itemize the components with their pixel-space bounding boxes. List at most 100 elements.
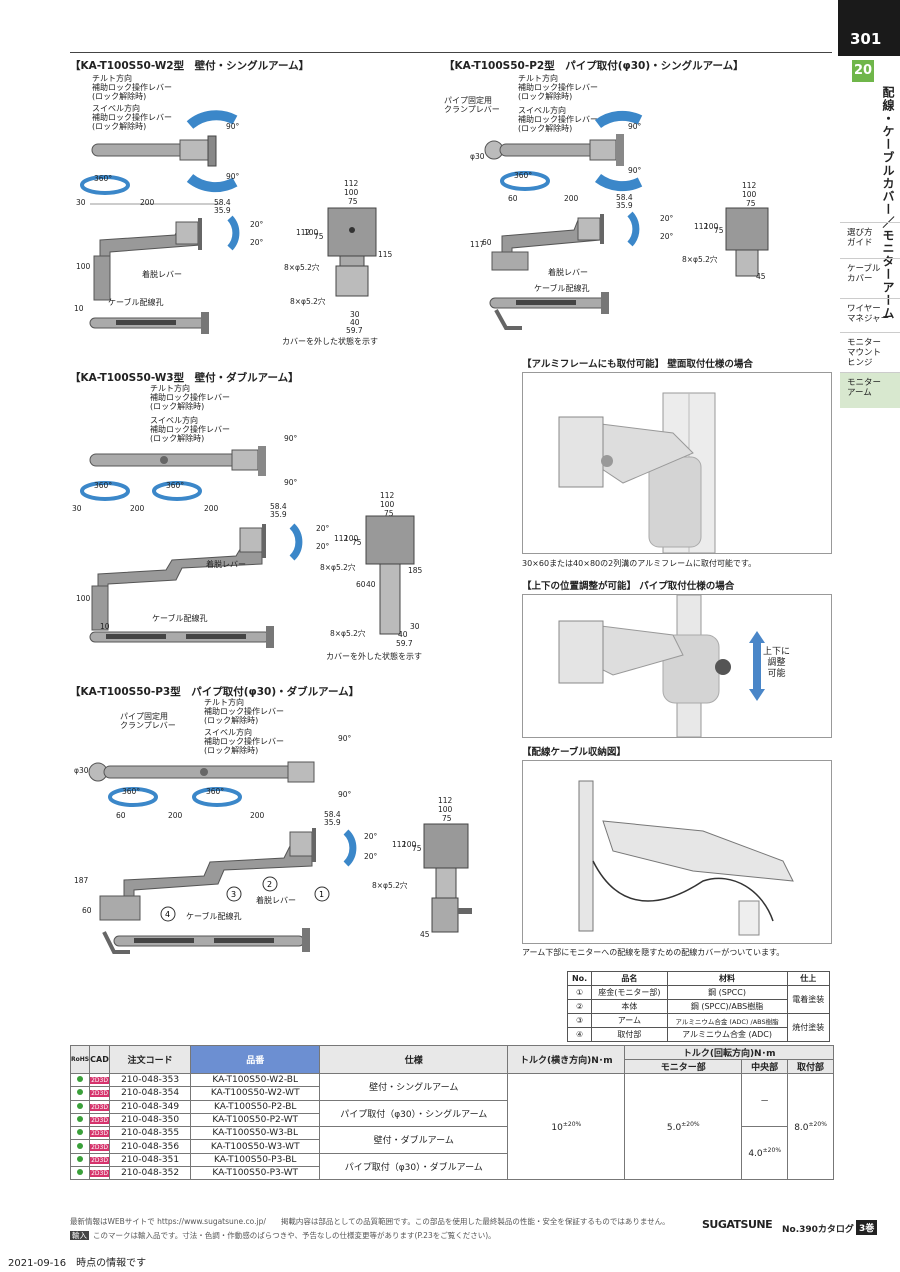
parts-header-name: 品名 — [591, 971, 668, 986]
dim-30-b: 30 — [350, 310, 360, 319]
sidebar-item-monitor-arm[interactable]: モニター アーム — [840, 372, 900, 408]
order-code: 210-048-352 — [108, 1166, 192, 1181]
p2-dim-58-4: 58.4 — [616, 193, 633, 202]
spec-cell: パイプ取付（φ30）・ダブルアーム — [319, 1152, 509, 1181]
rohs-dot — [69, 1152, 91, 1168]
w3-rotation-360-icon-a — [80, 481, 130, 501]
w3-detach-lever-label: 着脱レバー — [206, 560, 246, 569]
parts-cell: 本体 — [591, 999, 668, 1014]
hole-label-a: 8×φ5.2穴 — [284, 263, 320, 272]
section-title-p3: 【KA-T100S50-P3型 パイプ取付(φ30)・ダブルアーム】 — [70, 686, 360, 698]
cad-badge[interactable]: 2D3D — [89, 1139, 110, 1154]
dim-100-v: 100 — [304, 228, 319, 237]
rohs-dot — [69, 1099, 91, 1114]
sidebar-item-guide[interactable]: 選び方 ガイド — [840, 222, 900, 253]
section-title-updown: 【上下の位置調整が可能】 パイプ取付仕様の場合 — [522, 581, 735, 592]
parts-cell: 電着塗装 — [786, 985, 831, 1014]
w3-dim-58-4: 58.4 — [270, 502, 287, 511]
angle-90-a: 90° — [226, 122, 240, 131]
order-code: 210-048-350 — [108, 1112, 192, 1128]
rotation-360-icon — [80, 175, 130, 195]
sidebar-item-wire-manager[interactable]: ワイヤー マネジャー — [840, 298, 900, 329]
section-title-w2: 【KA-T100S50-W2型 壁付・シングルアーム】 — [70, 60, 310, 72]
p2-rotation-360-icon — [500, 171, 550, 191]
p3-dim-60: 60 — [116, 811, 126, 820]
alu-frame-photo — [522, 372, 832, 554]
p2-tilt-lever-label: チルト方向 補助ロック操作レバー (ロック解除時) — [518, 74, 598, 101]
sidebar-item-monitor-mount[interactable]: モニター マウント ヒンジ — [840, 332, 900, 373]
parts-header-material: 材料 — [666, 971, 788, 986]
w3-tilt-lever-label: チルト方向 補助ロック操作レバー (ロック解除時) — [150, 384, 230, 411]
parts-cell: ④ — [566, 1027, 593, 1042]
part-number: KA-T100S50-W2-WT — [190, 1086, 321, 1101]
w3-dim-10: 10 — [100, 622, 110, 631]
w2-bottom-view-drawing — [89, 312, 209, 334]
p3-dim-112: 112 — [438, 796, 453, 805]
parts-table: No. 品名 材料 仕上 ① 座金(モニター部) 鋼 (SPCC) 電着塗装 ②… — [566, 971, 831, 1042]
p3-angle-20-a: 20° — [364, 832, 378, 841]
header-torque-rotation: トルク(回転方向)N･m — [624, 1045, 834, 1060]
p2-phi30: φ30 — [470, 152, 485, 161]
p3-angle-90-a: 90° — [338, 734, 352, 743]
parts-cell: 取付部 — [591, 1027, 668, 1042]
dim-30: 30 — [76, 198, 86, 207]
cad-badge[interactable]: 2D3D — [89, 1126, 110, 1141]
p2-dim-117: 117 — [470, 240, 485, 249]
w3-angle-20-a: 20° — [316, 524, 330, 533]
cad-badge[interactable]: 2D3D — [89, 1086, 110, 1101]
part-number: KA-T100S50-P3-BL — [190, 1152, 321, 1168]
p2-dim-100: 100 — [742, 190, 757, 199]
parts-cell: 座金(モニター部) — [591, 985, 668, 1000]
footer-line-1: 最新情報はWEBサイトで https://www.sugatsune.co.jp… — [70, 1217, 670, 1226]
parts-header-no: No. — [566, 971, 593, 986]
sidebar-item-cable-cover[interactable]: ケーブル カバー — [840, 258, 900, 289]
header-spec: 仕様 — [319, 1045, 509, 1074]
w3-dim-185: 185 — [408, 566, 423, 575]
top-rule — [70, 52, 832, 53]
cad-badge[interactable]: 2D3D — [89, 1152, 110, 1168]
angle-20-b: 20° — [250, 238, 264, 247]
p3-bottom-view-drawing — [102, 928, 310, 954]
p3-dim-112-v: 112 — [392, 840, 407, 849]
w2-front-view-drawing — [327, 207, 377, 297]
w3-rotation-360-icon-b — [152, 481, 202, 501]
dim-10: 10 — [74, 304, 84, 313]
volume-badge: 3巻 — [856, 1220, 878, 1235]
part-number: KA-T100S50-P2-BL — [190, 1099, 321, 1114]
order-code: 210-048-356 — [108, 1139, 192, 1154]
parts-cell: ② — [566, 999, 593, 1014]
cad-badge[interactable]: 2D3D — [89, 1112, 110, 1128]
dim-59-7: 59.7 — [346, 326, 363, 335]
torque-center-double-cell: 4.0±20% — [741, 1126, 789, 1181]
w3-dim-30: 30 — [72, 504, 82, 513]
p2-rotation-360-label: 360° — [514, 171, 533, 180]
w3-dim-75-v: 75 — [352, 538, 362, 547]
parts-cell: アーム — [591, 1013, 668, 1028]
section-title-alu: 【アルミフレームにも取付可能】 壁面取付仕様の場合 — [522, 359, 753, 370]
torque-mount-cell: 8.0±20% — [787, 1072, 834, 1181]
cable-hole-label: ケーブル配線孔 — [108, 298, 164, 307]
p2-dim-60-v: 60 — [482, 238, 492, 247]
dim-58-4: 58.4 — [214, 198, 231, 207]
header-mount: 取付部 — [787, 1059, 834, 1074]
cad-badge[interactable]: 2D3D — [89, 1072, 110, 1088]
p3-dim-75-v: 75 — [412, 844, 422, 853]
footer-line-2: 輸入このマークは輸入品です。寸法・色調・作動感のばらつきや、予告なしの仕様変更等… — [70, 1231, 496, 1240]
order-code: 210-048-354 — [108, 1086, 192, 1101]
torque-horizontal-cell: 10±20% — [507, 1072, 626, 1181]
p3-cable-hole-label: ケーブル配線孔 — [186, 912, 242, 921]
header-part-number: 品番 — [190, 1045, 321, 1074]
p3-swivel-lever-label: スイベル方向 補助ロック操作レバー (ロック解除時) — [204, 728, 284, 755]
w3-dim-35-9: 35.9 — [270, 510, 287, 519]
w3-front-view-drawing — [365, 515, 415, 635]
alu-caption: 30×60または40×80の2列溝のアルミフレームに取付可能です。 — [522, 559, 757, 568]
part-number: KA-T100S50-W3-BL — [190, 1126, 321, 1141]
header-rohs: RoHS — [69, 1045, 91, 1074]
rohs-dot — [69, 1086, 91, 1101]
parts-cell: ③ — [566, 1013, 593, 1028]
cad-badge[interactable]: 2D3D — [89, 1099, 110, 1114]
p2-side-view-drawing — [491, 211, 640, 271]
p2-dim-60: 60 — [508, 194, 518, 203]
cad-badge[interactable]: 2D3D — [89, 1166, 110, 1181]
page-number-tab: 301 — [838, 0, 900, 56]
